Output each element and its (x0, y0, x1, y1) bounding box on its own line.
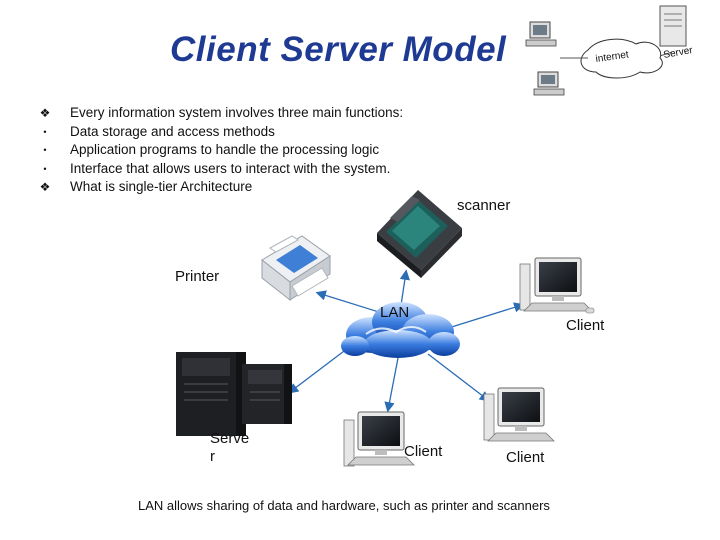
bullet-text: Every information system involves three … (70, 105, 404, 120)
arrow-lan-client-bottom-right (427, 353, 491, 402)
client-right-label: Client (566, 317, 605, 334)
printer-label: Printer (175, 268, 220, 285)
header-internet-graphic (525, 5, 687, 96)
arrow-lan-client-right (441, 302, 525, 331)
diamond-bullet-icon: ❖ (39, 106, 51, 120)
slide-caption: LAN allows sharing of data and hardware,… (138, 498, 550, 513)
header-pc-1-icon (525, 21, 557, 47)
scanner-label: scanner (457, 197, 511, 214)
bullet-text: Interface that allows users to interact … (70, 160, 391, 176)
header-server-icon (659, 5, 687, 47)
internet-label: internet (595, 49, 630, 65)
bullet-text: Data storage and access methods (70, 123, 275, 139)
client-bottom-right-computer-icon (483, 387, 555, 442)
scanner-icon (377, 190, 462, 278)
dot-bullet-icon: • (43, 145, 47, 155)
header-pc-2-icon (533, 71, 565, 96)
client-bottom-right-label: Client (506, 449, 545, 466)
header-server-label: Server (663, 45, 695, 61)
server-label-line1: Serve (210, 430, 250, 447)
lan-label: LAN (380, 304, 410, 321)
dot-bullet-icon: • (43, 126, 47, 137)
arrow-lan-client-center (384, 357, 399, 413)
lan-cloud-icon (341, 302, 460, 358)
server-label-line2: r (210, 448, 215, 465)
printer-icon (261, 235, 331, 302)
bullet-text: What is single-tier Architecture (70, 179, 253, 194)
client-bottom-center-label: Client (404, 443, 443, 460)
dot-bullet-icon: • (43, 163, 47, 174)
slide-title: Client Server Model (170, 30, 507, 69)
server-towers-icon (176, 352, 292, 436)
diamond-bullet-icon: ❖ (39, 180, 51, 194)
client-right-computer-icon (519, 257, 595, 314)
arrow-lan-server (287, 344, 353, 394)
bullet-text: Application programs to handle the proce… (70, 142, 380, 157)
server-label: Serve r (210, 430, 249, 466)
client-bottom-center-computer-icon (343, 411, 415, 467)
